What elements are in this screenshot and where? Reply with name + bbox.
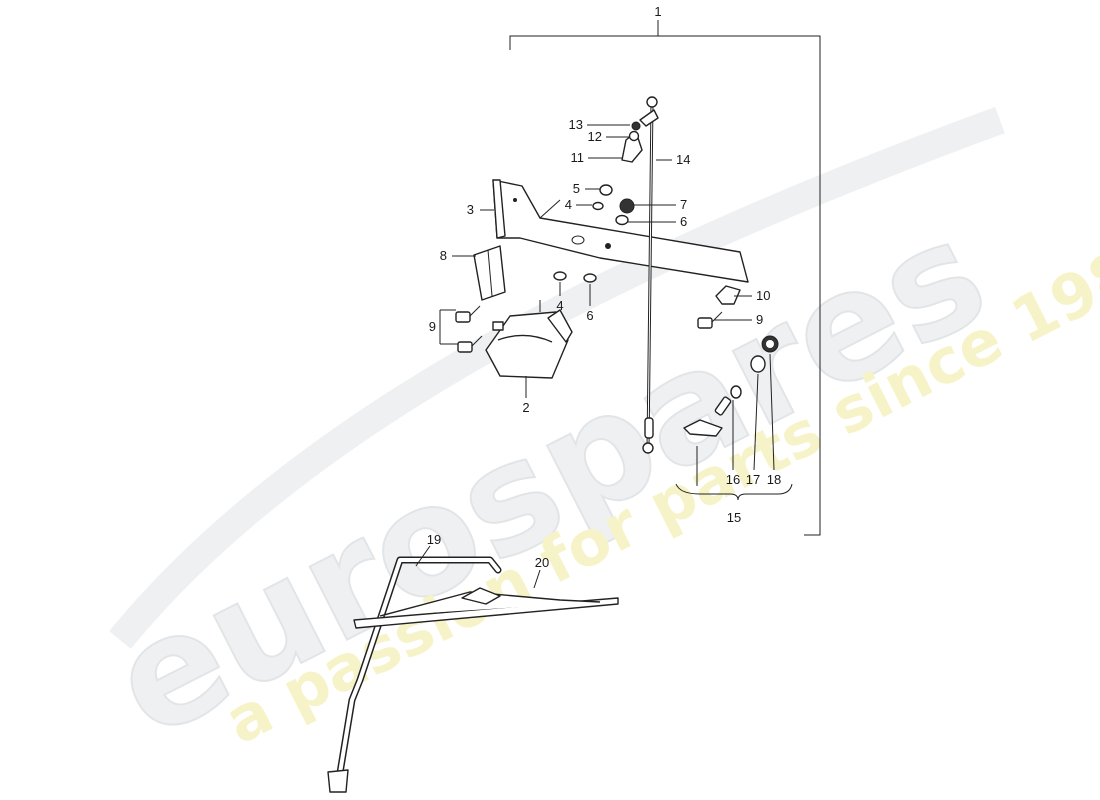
leader-lines — [415, 124, 793, 589]
callout-9-right: 9 — [756, 312, 763, 327]
callout-14: 14 — [676, 152, 690, 167]
callout-1: 1 — [654, 4, 661, 19]
callout-10: 10 — [756, 288, 770, 303]
linkage-rod — [621, 96, 659, 454]
bracket-8 — [473, 245, 506, 301]
callout-9-left: 9 — [429, 319, 436, 334]
callout-11: 11 — [571, 150, 585, 165]
assembly-bracket — [509, 20, 821, 536]
wiper-motor — [485, 300, 573, 379]
clip-10 — [715, 285, 741, 305]
callout-2: 2 — [522, 400, 529, 415]
callout-19: 19 — [427, 532, 441, 547]
callout-6-upper: 6 — [680, 214, 687, 229]
callout-17: 17 — [746, 472, 760, 487]
callout-4-lower: 4 — [556, 298, 563, 313]
callout-20: 20 — [535, 555, 549, 570]
callout-12: 12 — [588, 129, 602, 144]
watermark-swoosh — [109, 106, 1005, 649]
callout-15: 15 — [727, 510, 741, 525]
callout-3: 3 — [467, 202, 474, 217]
wiper-blade — [353, 587, 619, 629]
callout-6-lower: 6 — [586, 308, 593, 323]
callouts: 1 2 3 4 4 5 6 6 7 8 9 9 10 11 12 13 14 1… — [427, 4, 781, 570]
callout-5: 5 — [573, 181, 580, 196]
watermark-brand: eurospares — [87, 186, 1011, 772]
callout-4-upper: 4 — [565, 197, 572, 212]
callout-18: 18 — [767, 472, 781, 487]
washers-nuts — [553, 184, 635, 283]
callout-16: 16 — [726, 472, 740, 487]
wiper-frame — [492, 179, 749, 283]
watermark: eurospares a passion for parts since 198… — [86, 106, 1100, 773]
bolts-9 — [455, 305, 723, 353]
callout-8: 8 — [440, 248, 447, 263]
callout-7: 7 — [680, 197, 687, 212]
callout-13: 13 — [569, 117, 583, 132]
crank-assembly — [683, 335, 779, 437]
